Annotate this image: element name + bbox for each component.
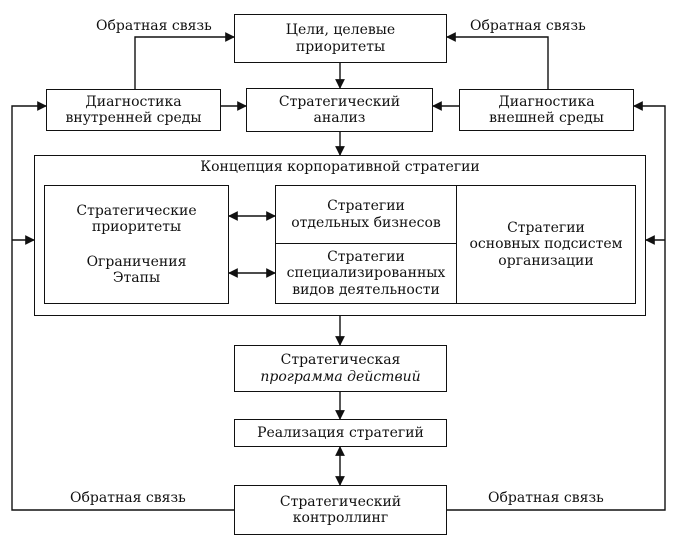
external-diagnostics-text: Диагностика внешней среды	[489, 93, 604, 126]
feedback-label-top-right: Обратная связь	[470, 18, 586, 34]
specialized-strategies-text: Стратегии специализированных видов деяте…	[286, 249, 446, 298]
goals-text: Цели, целевые приоритеты	[285, 22, 396, 55]
arrow-external-to-goals	[446, 32, 549, 89]
internal-diagnostics-box: Диагностика внутренней среды	[46, 89, 221, 131]
program-box: Стратегическая программа действий	[234, 345, 447, 392]
feedback-label-top-left: Обратная связь	[96, 18, 212, 34]
priorities-text: Стратегические приоритеты	[76, 203, 197, 236]
strategic-analysis-box: Стратегический анализ	[246, 88, 433, 132]
implementation-box: Реализация стратегий	[234, 419, 447, 447]
strategic-analysis-text: Стратегический анализ	[278, 93, 401, 126]
feedback-label-bottom-left: Обратная связь	[70, 490, 186, 506]
program-text-line2: программа действий	[260, 368, 421, 385]
feedback-label-bottom-right: Обратная связь	[488, 490, 604, 506]
business-strategies-text: Стратегии отдельных бизнесов	[291, 198, 441, 231]
goals-box: Цели, целевые приоритеты	[234, 14, 447, 63]
subsystem-strategies-box: Стратегии основных подсистем организации	[456, 185, 636, 304]
external-diagnostics-box: Диагностика внешней среды	[459, 89, 634, 131]
subsystem-strategies-text: Стратегии основных подсистем организации	[469, 220, 623, 269]
controlling-box: Стратегический контроллинг	[234, 485, 447, 535]
program-text-line1: Стратегическая	[280, 352, 401, 369]
internal-diagnostics-text: Диагностика внутренней среды	[65, 93, 202, 126]
concept-title: Концепция корпоративной стратегии	[200, 159, 480, 175]
arrow-internal-to-goals	[134, 32, 235, 89]
priorities-box: Стратегические приоритеты Ограничения Эт…	[44, 185, 229, 304]
arrow-right-loop	[447, 101, 666, 511]
implementation-text: Реализация стратегий	[257, 424, 424, 441]
arrow-left-loop	[11, 101, 234, 511]
limits-stages-text: Ограничения Этапы	[86, 253, 187, 286]
controlling-text: Стратегический контроллинг	[279, 493, 402, 526]
concept-container	[34, 155, 646, 316]
specialized-strategies-box: Стратегии специализированных видов деяте…	[275, 243, 457, 304]
business-strategies-box: Стратегии отдельных бизнесов	[275, 185, 457, 244]
